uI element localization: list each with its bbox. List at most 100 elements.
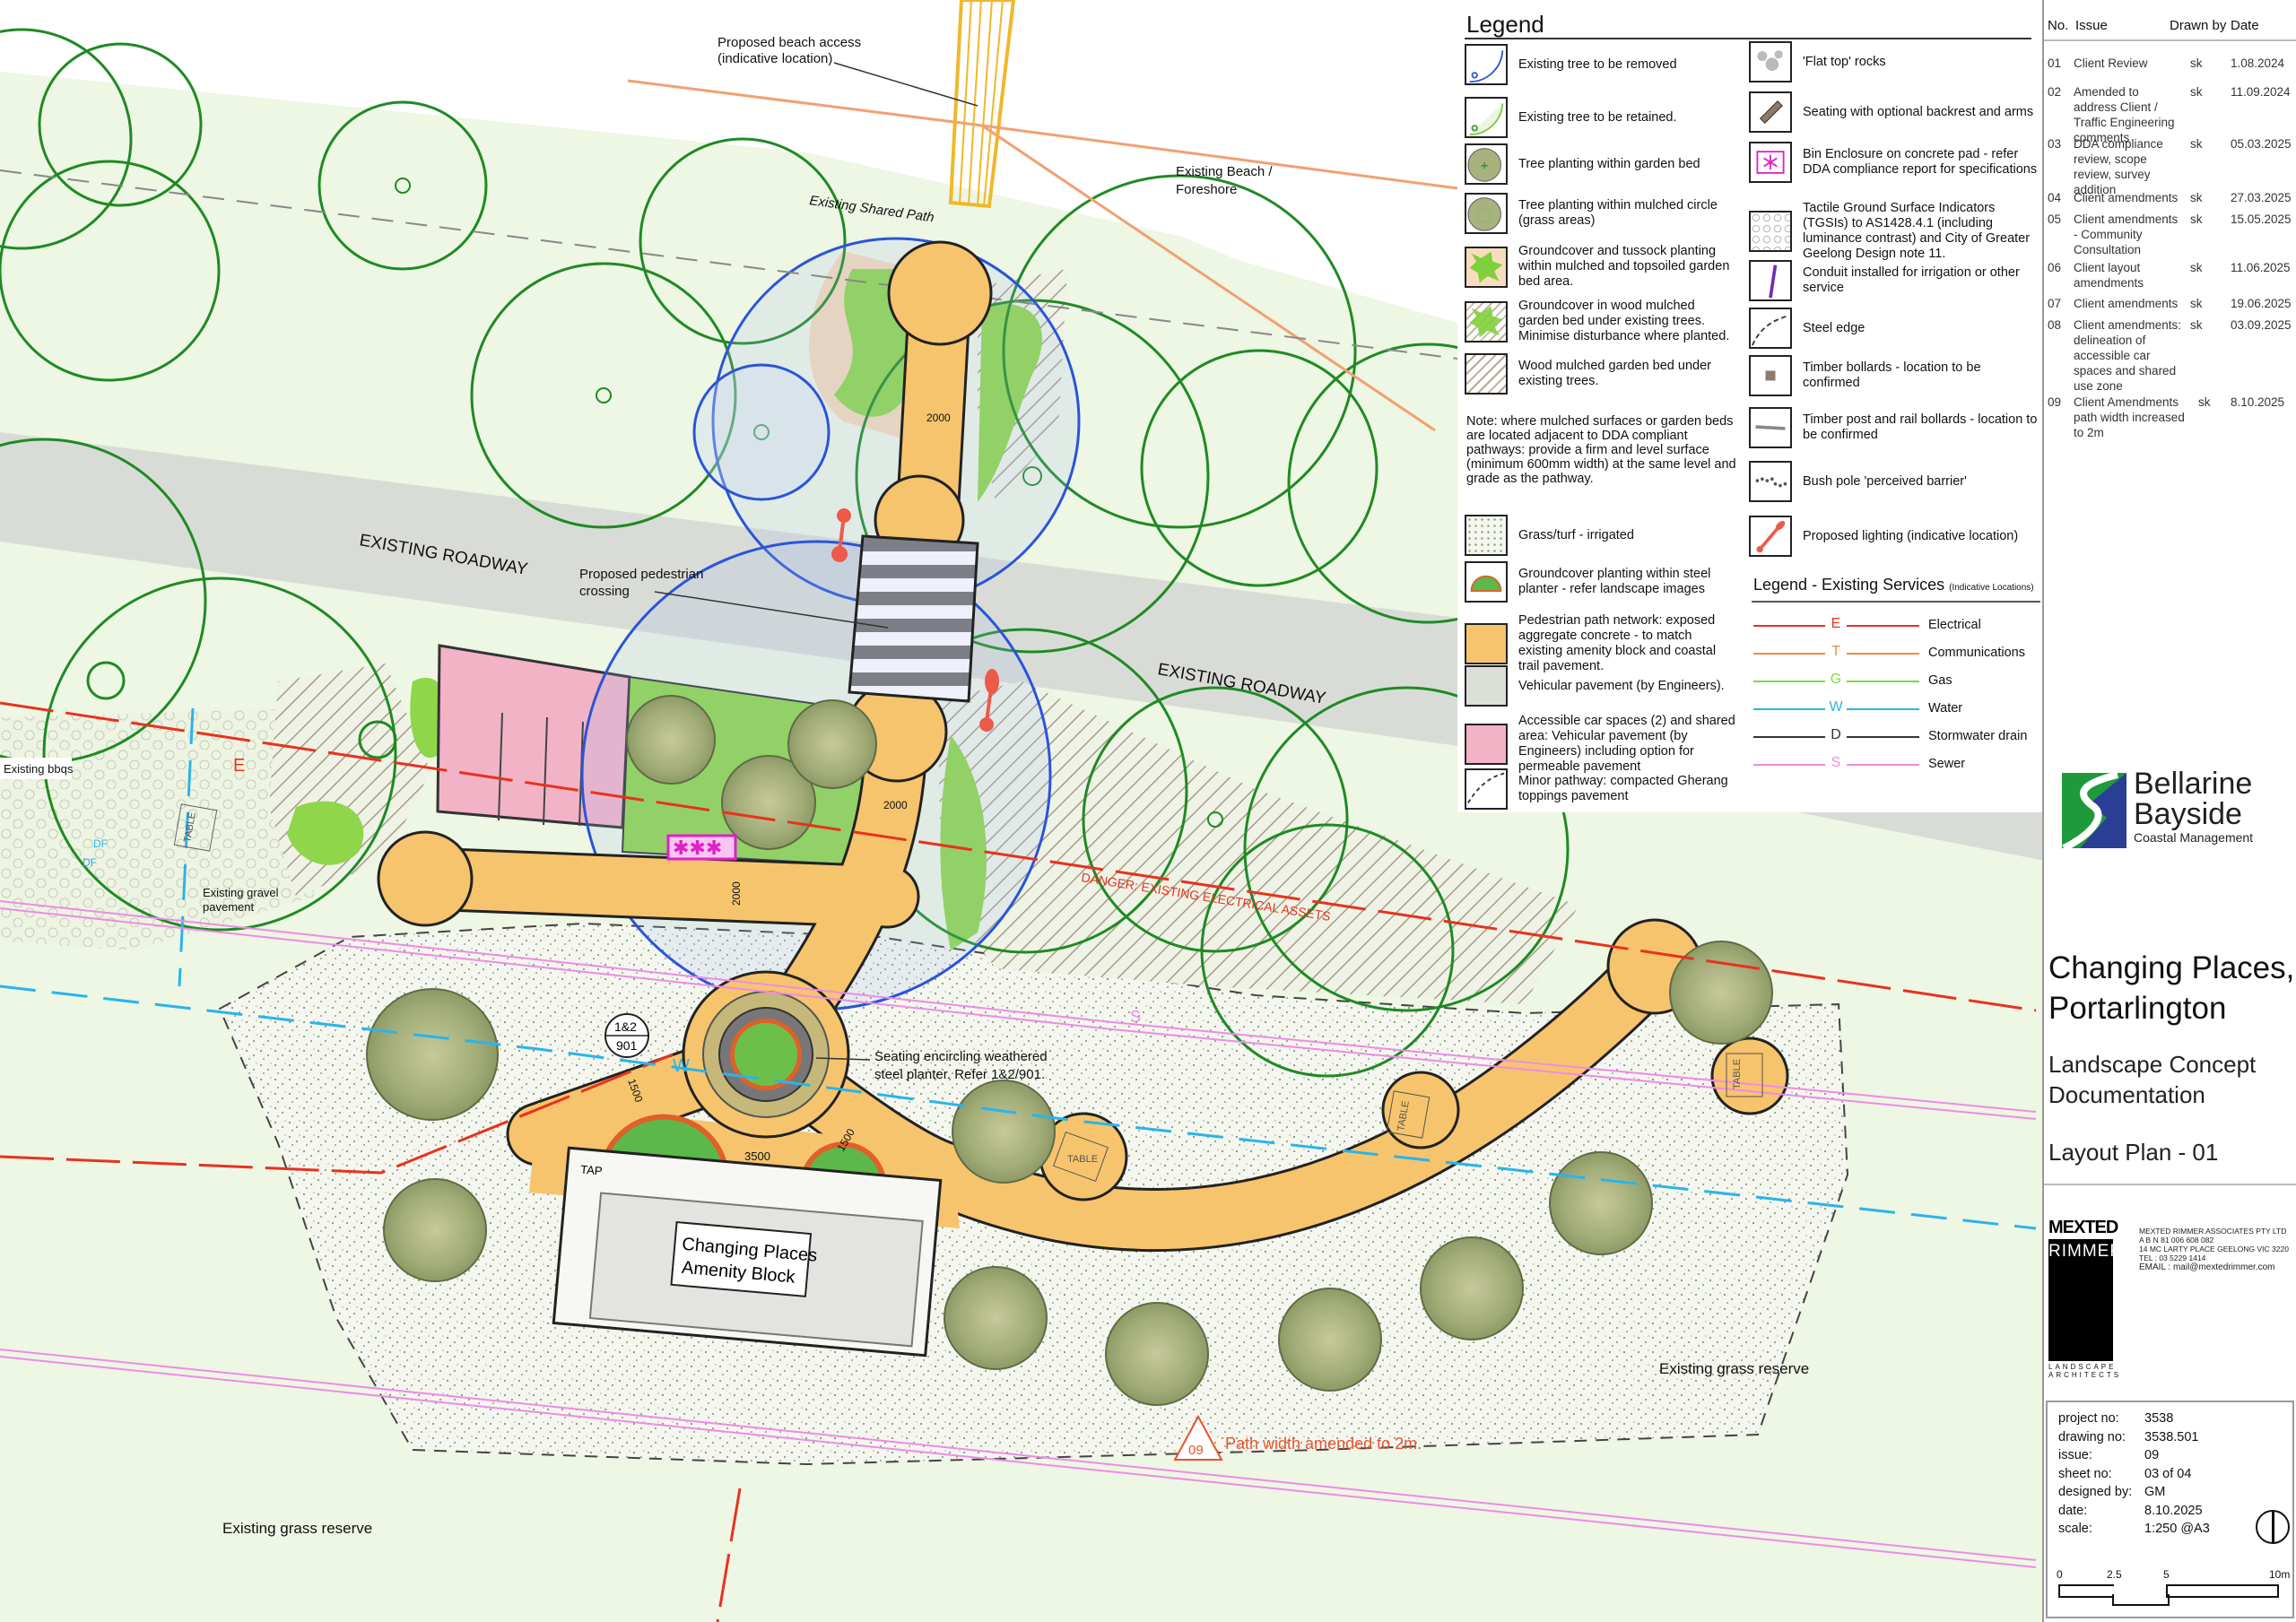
svg-text:3500: 3500 bbox=[744, 1149, 770, 1163]
service-line-icon: E bbox=[1753, 615, 1919, 635]
legend-item: Accessible car spaces (2) and shared are… bbox=[1465, 714, 1738, 775]
revision-no: 04 bbox=[2048, 191, 2062, 204]
legend-label: Timber bollards - location to be confirm… bbox=[1803, 360, 1981, 390]
svg-text:2000: 2000 bbox=[926, 412, 951, 424]
legend-item: Steel edge bbox=[1749, 308, 2038, 349]
service-line-icon: G bbox=[1753, 671, 1919, 690]
client-logo bbox=[2062, 771, 2126, 852]
svg-text:Proposed pedestrian: Proposed pedestrian bbox=[579, 567, 703, 582]
revision-by: sk bbox=[2190, 213, 2203, 226]
legend-label: Existing tree to be retained. bbox=[1518, 109, 1677, 125]
steel-edge-icon bbox=[1749, 308, 1792, 349]
legend-item: Timber post and rail bollards - location… bbox=[1749, 407, 2038, 448]
revision-date: 8.10.2025 bbox=[2231, 395, 2285, 409]
revision-by: sk bbox=[2190, 85, 2203, 99]
legend-label: Bin Enclosure on concrete pad - refer DD… bbox=[1803, 147, 2038, 177]
legend-item: Bin Enclosure on concrete pad - refer DD… bbox=[1749, 142, 2038, 183]
info-value: 03 of 04 bbox=[2144, 1466, 2192, 1481]
revision-no: 06 bbox=[2048, 261, 2062, 274]
revision-issue: Client amendments bbox=[2074, 191, 2179, 204]
legend-label: Accessible car spaces (2) and shared are… bbox=[1518, 714, 1735, 774]
svg-text:Existing grass reserve: Existing grass reserve bbox=[222, 1520, 372, 1537]
bin-enclosure-icon bbox=[1749, 142, 1792, 183]
service-legend-item: T Communications bbox=[1753, 643, 2025, 663]
info-value: 3538.501 bbox=[2144, 1429, 2199, 1444]
svg-text:2000: 2000 bbox=[730, 881, 743, 906]
svg-text:TABLE: TABLE bbox=[182, 811, 198, 844]
service-label: Gas bbox=[1928, 673, 1952, 688]
electrical-line bbox=[0, 701, 2037, 1012]
groundcover-planting-lower bbox=[940, 735, 987, 950]
svg-text:Existing bbqs: Existing bbqs bbox=[4, 762, 74, 776]
revision-date: 15.05.2025 bbox=[2231, 213, 2292, 226]
info-row: drawing no:3538.501 bbox=[2058, 1430, 2198, 1444]
tables: TABLE TABLE TABLE TABLE bbox=[173, 803, 1763, 1182]
revision-date: 11.06.2025 bbox=[2231, 261, 2291, 274]
grass-turf-icon bbox=[1465, 515, 1508, 556]
legend-item: Timber bollards - location to be confirm… bbox=[1749, 355, 2038, 396]
service-line-icon: T bbox=[1753, 643, 1919, 663]
legend-label: Minor pathway: compacted Gherang topping… bbox=[1518, 774, 1728, 803]
document-type: Landscape Concept bbox=[2048, 1051, 2257, 1078]
legend-label: Timber post and rail bollards - location… bbox=[1803, 412, 2038, 442]
info-value: GM bbox=[2144, 1485, 2166, 1499]
communications-line-2 bbox=[981, 124, 1436, 432]
revision-date: 03.09.2025 bbox=[2231, 318, 2292, 332]
svg-text:Path width amended to 2m.: Path width amended to 2m. bbox=[1225, 1435, 1422, 1453]
legend-label: Grass/turf - irrigated bbox=[1518, 527, 1634, 542]
svg-text:09: 09 bbox=[1188, 1443, 1204, 1458]
groundcover-tussock-icon bbox=[1465, 246, 1508, 288]
rev-header-issue: Issue bbox=[2075, 18, 2108, 33]
bush-pole-icon bbox=[1749, 461, 1792, 502]
service-line-icon: W bbox=[1753, 698, 1919, 718]
revision-date: 1.08.2024 bbox=[2231, 56, 2285, 70]
pedestrian-path-icon bbox=[1465, 623, 1508, 664]
legend-item: Grass/turf - irrigated bbox=[1465, 515, 1738, 556]
service-label: Water bbox=[1928, 701, 1963, 716]
revision-no: 09 bbox=[2048, 395, 2062, 409]
tree-garden-bed-icon bbox=[1465, 143, 1508, 185]
svg-text:Existing grass reserve: Existing grass reserve bbox=[1659, 1360, 1809, 1377]
legend-item: Tactile Ground Surface Indicators (TGSIs… bbox=[1749, 201, 2038, 262]
rocks-icon bbox=[1749, 41, 1792, 82]
conduit-icon bbox=[1749, 260, 1792, 301]
legend-item: 'Flat top' rocks bbox=[1749, 41, 2038, 82]
legend-item: Proposed lighting (indicative location) bbox=[1749, 516, 2038, 557]
detail-callout: 1&2 901 bbox=[604, 1013, 649, 1058]
revision-no: 08 bbox=[2048, 318, 2062, 332]
rev-header-drawn-by: Drawn by bbox=[2170, 18, 2227, 33]
legend-item: Minor pathway: compacted Gherang topping… bbox=[1465, 768, 1738, 810]
car-space-divider bbox=[543, 716, 548, 826]
revision-date: 27.03.2025 bbox=[2231, 191, 2292, 204]
legend-title: Legend bbox=[1466, 11, 1544, 38]
revision-issue: DDA compliance review, scope review, sur… bbox=[2074, 137, 2163, 196]
post-rail-icon bbox=[1749, 407, 1792, 448]
legend-label: Groundcover in wood mulched garden bed u… bbox=[1518, 299, 1730, 343]
service-marker-e: E bbox=[233, 756, 245, 776]
lighting-icon bbox=[1749, 516, 1792, 557]
tree-removed-icon bbox=[1465, 44, 1508, 85]
legend-label: Existing tree to be removed bbox=[1518, 56, 1677, 72]
svg-text:2000: 2000 bbox=[883, 799, 908, 811]
info-value: 09 bbox=[2144, 1448, 2160, 1462]
seating-planter bbox=[702, 991, 830, 1118]
info-label: designed by: bbox=[2058, 1485, 2133, 1499]
revision-issue: Client amendments - Community Consultati… bbox=[2074, 213, 2179, 256]
bin-enclosure: ✱✱✱ bbox=[666, 834, 737, 861]
timber-bollard-icon bbox=[1749, 355, 1792, 396]
legend-label: Pedestrian path network: exposed aggrega… bbox=[1518, 613, 1717, 673]
legend-panel: Legend Existing tree to be removed Exist… bbox=[1457, 0, 2042, 812]
groundcover-planting-left bbox=[287, 801, 364, 865]
svg-text:(indicative location): (indicative location) bbox=[718, 51, 832, 66]
df-label: DF bbox=[83, 856, 97, 869]
revision-date: 19.06.2025 bbox=[2231, 297, 2292, 310]
svg-text:TABLE: TABLE bbox=[1396, 1100, 1412, 1132]
services-divider bbox=[1752, 601, 2040, 603]
df-label: DF bbox=[93, 837, 108, 850]
info-row: date:8.10.2025 bbox=[2058, 1504, 2203, 1518]
revision-issue: Amended to address Client / Traffic Engi… bbox=[2074, 85, 2175, 144]
legend-note: Note: where mulched surfaces or garden b… bbox=[1466, 414, 1736, 486]
service-label: Communications bbox=[1928, 646, 2025, 660]
